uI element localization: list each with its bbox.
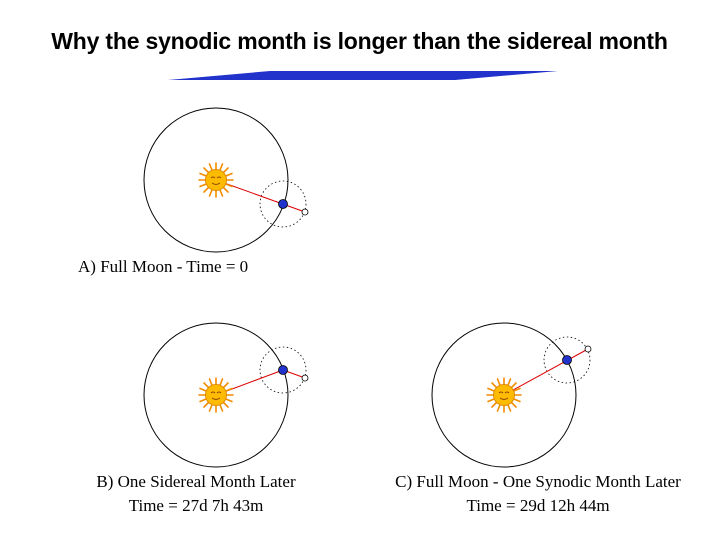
earth xyxy=(562,355,572,365)
panel-b-time: Time = 27d 7h 43m xyxy=(128,496,264,515)
panel-c-time: Time = 29d 12h 44m xyxy=(466,496,610,515)
page-title: Why the synodic month is longer than the… xyxy=(51,28,668,54)
panel-b-label: B) One Sidereal Month Later xyxy=(96,472,296,491)
sun-icon xyxy=(486,377,522,413)
sun-icon xyxy=(198,162,234,198)
earth-orbit xyxy=(143,322,289,468)
earth-orbit xyxy=(143,107,289,253)
panel-c-caption: C) Full Moon - One Synodic Month Later T… xyxy=(368,472,708,516)
moon-orbit xyxy=(259,180,307,228)
panel-a-diagram xyxy=(143,107,309,253)
sun-icon xyxy=(198,377,234,413)
earth xyxy=(278,199,288,209)
moon xyxy=(301,208,309,216)
earth-orbit xyxy=(431,322,577,468)
panel-b-caption: B) One Sidereal Month Later Time = 27d 7… xyxy=(78,472,314,516)
panel-b-diagram xyxy=(143,322,309,468)
panel-a-label: A) Full Moon - Time = 0 xyxy=(78,257,249,276)
panel-c-label: C) Full Moon - One Synodic Month Later xyxy=(395,472,681,491)
sun-moon-line xyxy=(503,348,589,396)
moon-orbit xyxy=(543,336,591,384)
moon xyxy=(301,374,309,382)
earth xyxy=(278,365,288,375)
moon-orbit xyxy=(259,346,307,394)
panel-c-diagram xyxy=(431,322,592,468)
moon xyxy=(584,345,592,353)
